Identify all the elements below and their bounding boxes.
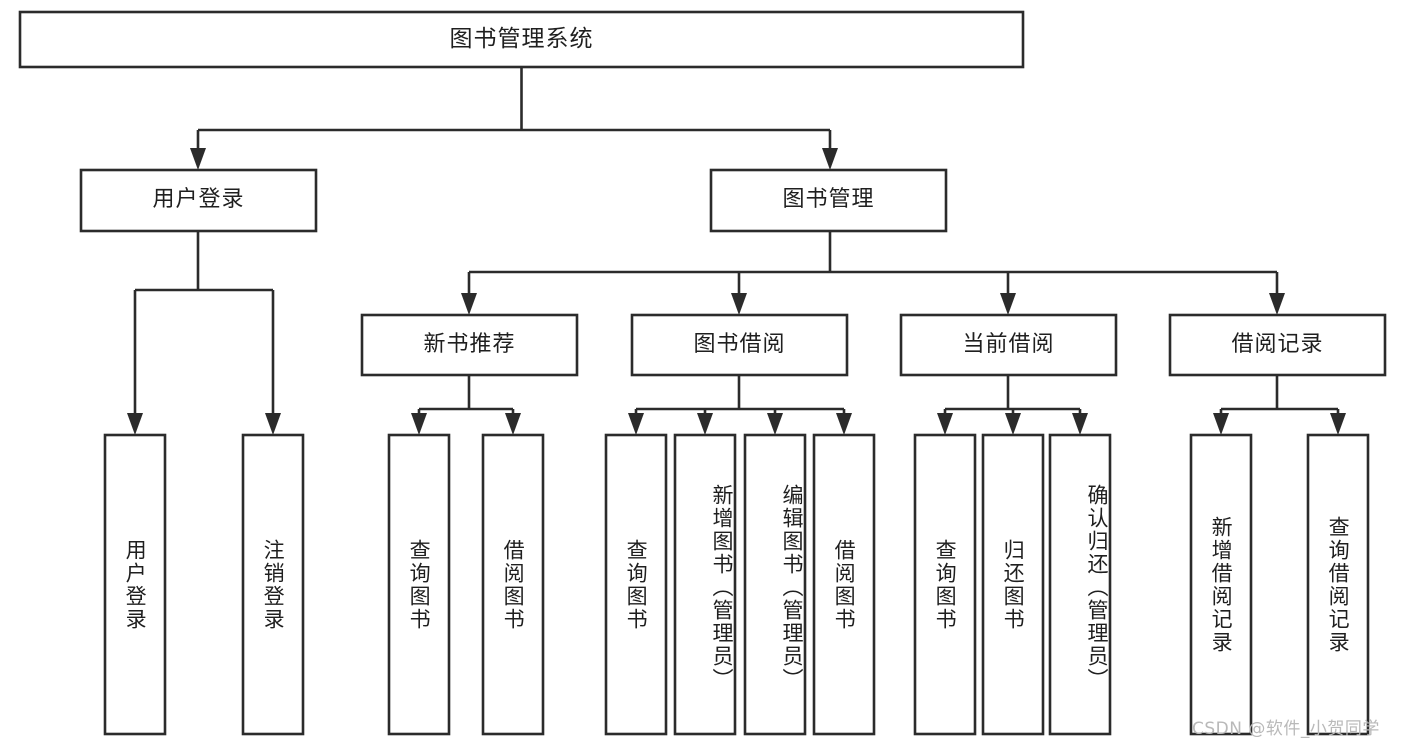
node-box-leaf-user-logout[interactable] — [241, 433, 305, 736]
node-box-root[interactable] — [18, 10, 1025, 69]
node-box-leaf-user-login[interactable] — [103, 433, 167, 736]
edge-group-root — [190, 67, 838, 170]
node-box-leaf-query-record[interactable] — [1306, 433, 1370, 736]
node-box-leaf-query-book-3[interactable] — [913, 433, 977, 736]
node-box-leaf-borrow-book-1[interactable] — [481, 433, 545, 736]
node-box-book-borrow[interactable] — [630, 313, 849, 377]
node-box-leaf-edit-book[interactable] — [743, 433, 807, 736]
edge-group-borrow-record — [1213, 375, 1346, 435]
node-box-leaf-confirm-return[interactable] — [1048, 433, 1112, 736]
node-box-leaf-return-book[interactable] — [981, 433, 1045, 736]
node-box-leaf-query-book-1[interactable] — [387, 433, 451, 736]
node-box-current-borrow[interactable] — [899, 313, 1118, 377]
node-box-borrow-record[interactable] — [1168, 313, 1387, 377]
edge-group-new-book-rec — [411, 375, 521, 435]
node-box-leaf-borrow-book-2[interactable] — [812, 433, 876, 736]
edge-group-user-login — [127, 231, 281, 435]
node-box-user-login[interactable] — [79, 168, 318, 233]
node-box-leaf-add-book[interactable] — [673, 433, 737, 736]
edge-group-current-borrow — [937, 375, 1088, 435]
node-box-new-book-rec[interactable] — [360, 313, 579, 377]
edge-group-book-borrow — [628, 375, 852, 435]
node-box-leaf-add-record[interactable] — [1189, 433, 1253, 736]
node-box-leaf-query-book-2[interactable] — [604, 433, 668, 736]
node-box-book-manage[interactable] — [709, 168, 948, 233]
edge-group-book-manage — [461, 231, 1285, 315]
